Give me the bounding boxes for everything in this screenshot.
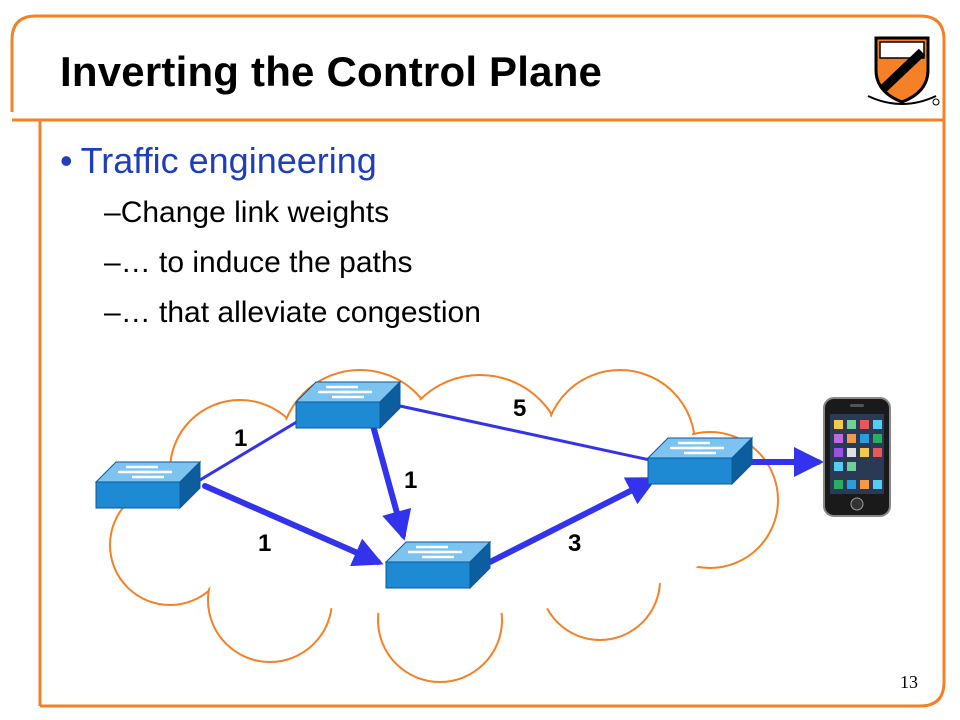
link-left-top (198, 418, 302, 482)
network-switch-icon (646, 436, 754, 486)
bullet-text: Traffic engineering (80, 140, 377, 181)
subbullet-2: –… to induce the paths (104, 246, 413, 280)
weight-bottom-right: 3 (568, 530, 581, 557)
link-bottom-right (487, 477, 658, 565)
subbullet-3: –… that alleviate congestion (104, 296, 481, 330)
weight-top-right: 5 (513, 395, 526, 422)
network-switch-icon (294, 380, 402, 430)
subbullet-text: … to induce the paths (120, 246, 413, 279)
subbullet-dash: – (104, 296, 121, 329)
link-top-right (398, 404, 652, 462)
weight-top-bottom: 1 (404, 467, 417, 494)
princeton-shield-icon (867, 36, 940, 106)
smartphone-icon (823, 397, 891, 517)
subbullet-text: … that alleviate congestion (120, 296, 481, 329)
link-left-bottom (202, 483, 384, 567)
bullet-marker: • (60, 140, 73, 181)
weight-left-top: 1 (234, 425, 247, 452)
bullet-main: •Traffic engineering (60, 140, 377, 182)
network-switch-icon (94, 460, 202, 510)
subbullet-dash: – (104, 196, 121, 229)
network-switch-icon (384, 540, 492, 590)
weight-left-bottom: 1 (258, 530, 271, 557)
subbullet-text: Change link weights (120, 196, 390, 229)
page-number: 13 (900, 672, 918, 692)
subbullet-1: –Change link weights (104, 196, 389, 230)
link-top-bottom (369, 419, 412, 541)
subbullet-dash: – (104, 246, 121, 279)
slide-title: Inverting the Control Plane (60, 48, 603, 95)
